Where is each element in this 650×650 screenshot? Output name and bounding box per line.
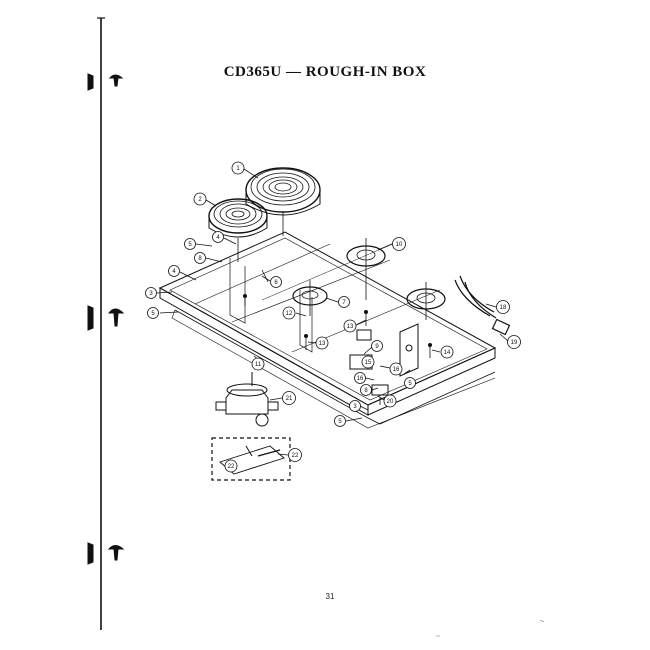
callout-3-lower bbox=[349, 400, 361, 412]
callout-21 bbox=[288, 448, 302, 462]
binder-hole-mark-top bbox=[87, 73, 94, 91]
callout-2 bbox=[193, 192, 207, 206]
callout-label: 14 bbox=[444, 350, 451, 356]
callout-16-lower bbox=[354, 372, 366, 384]
callout-4-left bbox=[168, 265, 180, 277]
callout-16 bbox=[389, 362, 403, 376]
binder-hole-mark-bottom bbox=[87, 542, 94, 565]
callout-label: 22 bbox=[292, 453, 299, 459]
callout-18 bbox=[507, 335, 521, 349]
callout-8-lower bbox=[360, 384, 372, 396]
box-right-face bbox=[367, 347, 496, 416]
scan-marks bbox=[436, 619, 545, 637]
callout-label: 22 bbox=[228, 464, 235, 470]
callout-8-upper bbox=[194, 252, 206, 264]
box-front-face bbox=[159, 287, 369, 416]
callout-17 bbox=[496, 300, 510, 314]
box-top-rim bbox=[158, 231, 497, 406]
callout-label: 3 bbox=[353, 404, 357, 410]
power-cord bbox=[454, 275, 511, 336]
callout-label: 15 bbox=[365, 360, 372, 366]
callout-label: 4 bbox=[216, 235, 220, 241]
burner-element-large bbox=[245, 167, 321, 236]
callout-label: 1 bbox=[236, 166, 240, 172]
callout-label: 16 bbox=[393, 367, 400, 373]
callouts: 1 2 4 5 8 4 6 bbox=[145, 161, 521, 473]
callout-label: 11 bbox=[255, 362, 262, 368]
callout-label: 6 bbox=[274, 280, 278, 286]
callout-label: 7 bbox=[342, 300, 346, 306]
callout-label: 13 bbox=[319, 341, 326, 347]
callout-9 bbox=[371, 340, 383, 352]
callout-5-left bbox=[147, 307, 159, 319]
callout-label: 12 bbox=[286, 311, 293, 317]
callout-11 bbox=[251, 357, 265, 371]
callout-label: 3 bbox=[149, 291, 153, 297]
reflector-pan-10 bbox=[346, 238, 386, 300]
pressure-regulator bbox=[215, 372, 279, 427]
callout-13 bbox=[343, 319, 357, 333]
reflector-pan-middle bbox=[292, 280, 328, 316]
callout-label: 8 bbox=[364, 388, 368, 394]
callout-label: 4 bbox=[172, 269, 176, 275]
callout-label: 21 bbox=[286, 396, 293, 402]
callout-22 bbox=[224, 459, 238, 473]
callout-label: 9 bbox=[375, 344, 379, 350]
callout-1 bbox=[231, 161, 245, 175]
callout-label: 2 bbox=[198, 197, 202, 203]
binder-hole-mark-middle bbox=[87, 305, 94, 331]
callout-7 bbox=[338, 296, 350, 308]
rough-in-box bbox=[158, 231, 497, 429]
callout-4-upper bbox=[212, 231, 224, 243]
burner-element-small bbox=[208, 198, 268, 262]
callout-label: 5 bbox=[188, 242, 192, 248]
callout-13-lower bbox=[315, 336, 329, 350]
page-title: CD365U — ROUGH-IN BOX bbox=[223, 64, 427, 80]
callout-5-bottom bbox=[334, 415, 346, 427]
callout-label: 16 bbox=[357, 376, 364, 382]
binder-clip-top bbox=[108, 74, 124, 87]
binder-clip-middle bbox=[107, 308, 125, 327]
callout-20 bbox=[282, 391, 296, 405]
callout-3-left bbox=[145, 287, 157, 299]
reflector-pan-right bbox=[406, 282, 446, 320]
callout-6 bbox=[270, 276, 282, 288]
callout-19 bbox=[383, 394, 397, 408]
callout-5-right bbox=[404, 377, 416, 389]
callout-label: 5 bbox=[338, 419, 342, 425]
callout-12 bbox=[282, 306, 296, 320]
callout-10 bbox=[392, 237, 406, 251]
callout-label: 10 bbox=[396, 242, 403, 248]
binder-clip-bottom bbox=[107, 545, 125, 561]
callout-label: 5 bbox=[408, 381, 412, 387]
divider-left bbox=[229, 258, 246, 324]
callout-label: 18 bbox=[500, 305, 507, 311]
right-bracket bbox=[399, 323, 419, 377]
callout-14 bbox=[440, 345, 454, 359]
callout-label: 8 bbox=[198, 256, 202, 262]
binder-margin bbox=[87, 17, 125, 630]
callout-label: 13 bbox=[347, 324, 354, 330]
callout-5-top bbox=[184, 238, 196, 250]
page-number: 31 bbox=[325, 592, 335, 601]
callout-label: 20 bbox=[387, 399, 394, 405]
callout-15 bbox=[361, 355, 375, 369]
parts-bag-box bbox=[211, 437, 291, 481]
callout-label: 19 bbox=[511, 340, 518, 346]
callout-label: 5 bbox=[151, 311, 155, 317]
